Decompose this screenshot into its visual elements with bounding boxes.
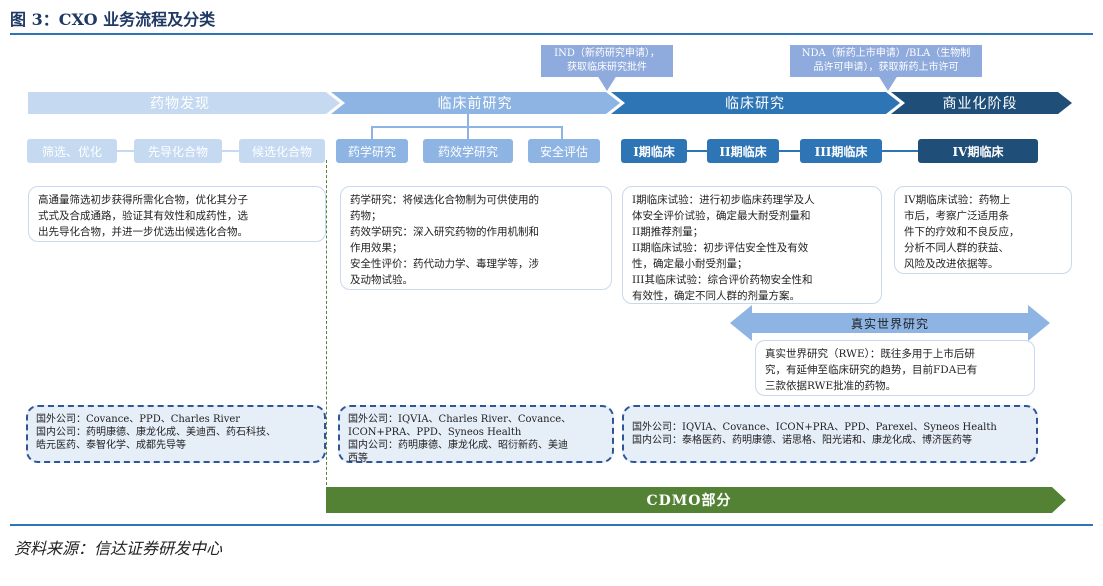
desc-line: 药物； bbox=[350, 210, 382, 222]
description-clinical: I期临床试验：进行初步临床药理学及人 体安全评价试验，确定最大耐受剂量和 II期… bbox=[622, 186, 882, 304]
step-connector bbox=[222, 150, 239, 152]
companies-clinical: 国外公司：IQVIA、Covance、ICON+PRA、PPD、Parexel、… bbox=[622, 405, 1038, 463]
desc-line: 式式及合成通路，验证其有效性和成药性，选 bbox=[38, 210, 248, 222]
ind-note-pointer bbox=[597, 75, 617, 91]
stage-arrows bbox=[28, 92, 1072, 114]
step-connector bbox=[779, 150, 800, 152]
source-divider bbox=[10, 524, 1093, 526]
stage-arrow-clinical bbox=[611, 92, 900, 114]
nda-note: NDA（新药上市申请）/BLA（生物制 品许可申请），获取新药上市许可 bbox=[790, 45, 982, 77]
company-line: 国内公司：泰格医药、药明康德、诺思格、阳光诺和、康龙化成、博济医药等 bbox=[632, 435, 972, 446]
desc-line: I期临床试验：进行初步临床药理学及人 bbox=[632, 194, 815, 206]
desc-line: 风险及改进依据等。 bbox=[904, 258, 999, 270]
stage-label-preclinical: 临床前研究 bbox=[437, 96, 513, 112]
company-line: 国内公司：药明康德、康龙化成、美迪西、药石科技、 bbox=[36, 427, 276, 438]
cdmo-label: CDMO部分 bbox=[646, 493, 732, 509]
cdmo-start-marker bbox=[326, 160, 327, 490]
nda-note-pointer bbox=[878, 75, 898, 91]
company-line: 国外公司：IQVIA、Charles River、Covance、 bbox=[348, 414, 572, 425]
stage-label-discovery: 药物发现 bbox=[150, 96, 210, 112]
desc-line: 及动物试验。 bbox=[350, 274, 413, 286]
companies-discovery: 国外公司：Covance、PPD、Charles River 国内公司：药明康德… bbox=[26, 405, 326, 463]
nda-note-line-2: 品许可申请），获取新药上市许可 bbox=[813, 62, 959, 73]
stage-arrow-discovery bbox=[28, 92, 340, 114]
desc-line: 安全性评价：药代动力学、毒理学等，涉 bbox=[350, 258, 539, 270]
desc-line: II期推荐剂量； bbox=[632, 226, 704, 238]
step-lead-compound: 先导化合物 bbox=[134, 139, 222, 163]
company-line: 国外公司：Covance、PPD、Charles River bbox=[36, 414, 241, 425]
stage-arrow-preclinical bbox=[331, 92, 620, 114]
desc-line: 市后，考察广泛适用条 bbox=[904, 210, 1009, 222]
step-safety-assessment: 安全评估 bbox=[528, 139, 600, 163]
rwe-arrow bbox=[730, 305, 1050, 341]
desc-line: 性，确定最小耐受剂量； bbox=[632, 258, 748, 270]
desc-line: 药效学研究：深入研究药物的作用机制和 bbox=[350, 226, 539, 238]
desc-line: 分析不同人群的获益、 bbox=[904, 242, 1009, 254]
description-preclinical: 药学研究：将候选化合物制为可供使用的 药物； 药效学研究：深入研究药物的作用机制… bbox=[340, 186, 612, 290]
desc-line: 体安全评价试验，确定最大耐受剂量和 bbox=[632, 210, 811, 222]
stage-arrow-commercial bbox=[891, 92, 1072, 114]
preclinical-tree-leg bbox=[467, 126, 469, 139]
step-phase-4: IV期临床 bbox=[918, 139, 1038, 163]
step-connector bbox=[687, 150, 707, 152]
desc-line: 有效性，确定不同人群的剂量方案。 bbox=[632, 290, 800, 302]
desc-line: 出先导化合物，并进一步优选出候选化合物。 bbox=[38, 226, 248, 238]
desc-line: 药学研究：将候选化合物制为可供使用的 bbox=[350, 194, 539, 206]
desc-line: 高通量筛选初步获得所需化合物，优化其分子 bbox=[38, 194, 248, 206]
ind-note-line-1: IND（新药研究申请）， bbox=[554, 48, 660, 59]
desc-line: III其临床试验：综合评价药物安全性和 bbox=[632, 274, 813, 286]
companies-preclinical: 国外公司：IQVIA、Charles River、Covance、 ICON+P… bbox=[338, 405, 614, 464]
company-line: 西等 bbox=[348, 453, 368, 464]
step-connector bbox=[882, 150, 918, 152]
step-connector bbox=[117, 150, 134, 152]
company-line: 国外公司：IQVIA、Covance、ICON+PRA、PPD、Parexel、… bbox=[632, 422, 997, 433]
step-candidate-compound: 候选化合物 bbox=[239, 139, 325, 163]
ind-note-line-2: 获取临床研究批件 bbox=[567, 62, 647, 73]
description-rwe: 真实世界研究（RWE）：既往多用于上市后研 究，有延伸至临床研究的趋势，目前FD… bbox=[755, 340, 1035, 396]
step-phase-3: III期临床 bbox=[800, 139, 882, 163]
desc-line: 三款依据RWE批准的药物。 bbox=[765, 380, 897, 392]
preclinical-tree-stem bbox=[467, 114, 469, 127]
figure-title: 图 3：CXO 业务流程及分类 bbox=[10, 10, 216, 29]
company-line: 国内公司：药明康德、康龙化成、昭衍新药、美迪 bbox=[348, 440, 568, 451]
desc-line: 真实世界研究（RWE）：既往多用于上市后研 bbox=[765, 348, 975, 360]
rwe-label: 真实世界研究 bbox=[850, 316, 929, 331]
title-divider bbox=[10, 33, 1093, 35]
company-line: 皓元医药、泰智化学、成都先导等 bbox=[36, 440, 186, 451]
step-screening: 筛选、优化 bbox=[27, 139, 117, 163]
cdmo-arrow bbox=[326, 487, 1066, 513]
description-discovery: 高通量筛选初步获得所需化合物，优化其分子 式式及合成通路，验证其有效性和成药性，… bbox=[28, 186, 326, 242]
nda-note-line-1: NDA（新药上市申请）/BLA（生物制 bbox=[801, 48, 971, 59]
step-phase-1: I期临床 bbox=[621, 139, 687, 163]
desc-line: II期临床试验：初步评估安全性及有效 bbox=[632, 242, 809, 254]
desc-line: 究，有延伸至临床研究的趋势，目前FDA已有 bbox=[765, 364, 978, 376]
ind-note: IND（新药研究申请）， 获取临床研究批件 bbox=[541, 45, 673, 77]
desc-line: 作用效果； bbox=[350, 242, 403, 254]
description-commercial: IV期临床试验：药物上 市后，考察广泛适用条 件下的疗效和不良反应， 分析不同人… bbox=[894, 186, 1072, 274]
step-phase-2: II期临床 bbox=[707, 139, 779, 163]
preclinical-tree-leg bbox=[371, 126, 373, 139]
step-pharmaceutics: 药学研究 bbox=[336, 139, 408, 163]
stage-label-commercial: 商业化阶段 bbox=[942, 96, 1018, 112]
company-line: ICON+PRA、PPD、Syneos Health bbox=[348, 427, 522, 438]
source-note: 资料来源：信达证券研发中心 bbox=[14, 539, 223, 558]
desc-line: IV期临床试验：药物上 bbox=[904, 194, 1011, 206]
preclinical-tree-leg bbox=[561, 126, 563, 139]
stage-label-clinical: 临床研究 bbox=[725, 96, 785, 112]
desc-line: 件下的疗效和不良反应， bbox=[904, 226, 1020, 238]
step-pharmacodynamics: 药效学研究 bbox=[423, 139, 513, 163]
